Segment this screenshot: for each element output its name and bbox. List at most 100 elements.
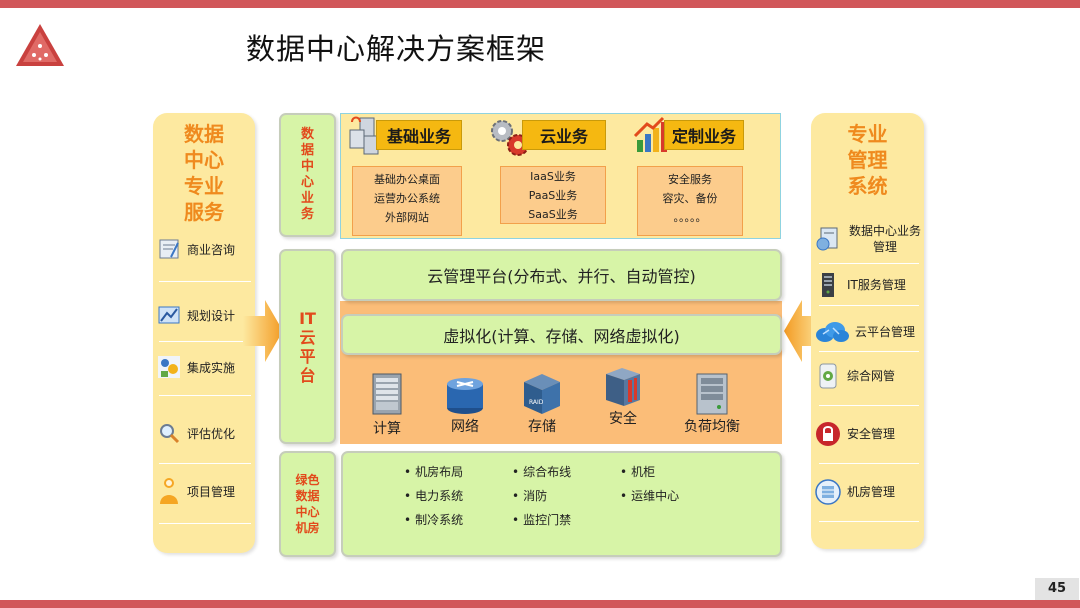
category-green-datacenter: 绿色 数据 中心 机房 — [279, 451, 336, 557]
divider — [819, 351, 919, 352]
mgmt-item-network: 综合网管 — [815, 363, 923, 389]
infra-label: 安全 — [609, 411, 637, 427]
infra-load-balancing: 负荷均衡 — [678, 372, 746, 436]
category-char: 数据 — [295, 489, 320, 503]
divider — [159, 281, 251, 282]
divider — [159, 463, 251, 464]
service-item-planning: 规划设计 — [153, 293, 255, 337]
professional-services-title: 数据 中心 专业 服务 — [153, 121, 255, 225]
category-char: 平 — [299, 346, 316, 366]
infra-security: 安全 — [598, 366, 648, 428]
infra-label: 负荷均衡 — [684, 419, 740, 435]
infra-label: 存储 — [528, 419, 556, 435]
datacenter-icon — [815, 479, 841, 505]
divider — [159, 395, 251, 396]
mgmt-item-datacenter: 机房管理 — [815, 479, 923, 505]
category-char: 机房 — [295, 521, 320, 535]
integration-icon — [157, 355, 181, 379]
bottom-accent-bar — [0, 600, 1080, 608]
svg-text:RAID: RAID — [529, 399, 544, 406]
mgmt-label: 综合网管 — [847, 369, 896, 383]
mgmt-item-security: 安全管理 — [815, 421, 923, 447]
mgmt-label: 安全管理 — [847, 427, 896, 441]
category-business: 数 据 中 心 业 务 — [279, 113, 336, 237]
header-basic-business: 基础业务 — [376, 120, 462, 150]
detail-custom-business: 安全服务 容灾、备份 。。。。。 — [637, 166, 743, 236]
service-label: 规划设计 — [187, 308, 236, 323]
top-accent-bar — [0, 0, 1080, 8]
service-label: 项目管理 — [187, 484, 236, 499]
infra-storage: RAID 存储 — [517, 372, 567, 436]
detail-line: 。。。。。 — [673, 211, 707, 224]
planning-icon — [157, 303, 181, 327]
network-mgmt-icon — [815, 363, 841, 389]
green-item: 电力系统 — [404, 487, 463, 504]
header-custom-business: 定制业务 — [664, 120, 744, 150]
lock-icon — [815, 421, 841, 447]
category-char: 中 — [300, 159, 314, 174]
cloud-icon — [815, 319, 849, 345]
consulting-icon — [157, 237, 181, 261]
green-item: 综合布线 — [512, 463, 571, 480]
panel-title-line: 中心 — [184, 148, 224, 172]
detail-line: 容灾、备份 — [662, 192, 718, 205]
green-item: 机房布局 — [404, 463, 463, 480]
category-char: 心 — [300, 175, 314, 190]
divider — [819, 463, 919, 464]
detail-line: 运营办公系统 — [374, 192, 440, 205]
virtualization-layer: 虚拟化(计算、存储、网络虚拟化) — [341, 314, 782, 355]
infra-label: 网络 — [451, 419, 479, 435]
detail-line: PaaS业务 — [528, 189, 578, 202]
service-label: 集成实施 — [187, 360, 236, 375]
infra-label: 计算 — [373, 421, 401, 437]
green-item: 制冷系统 — [404, 511, 463, 528]
mgmt-label: 数据中心业务管理 — [848, 224, 921, 254]
magnifier-icon — [157, 421, 181, 445]
cloud-management-platform: 云管理平台(分布式、并行、自动管控) — [341, 249, 782, 301]
mgmt-label: IT服务管理 — [847, 278, 906, 292]
mgmt-item-cloud-platform: 云平台管理 — [815, 319, 923, 345]
header-cloud-business: 云业务 — [522, 120, 606, 150]
mgmt-label: 云平台管理 — [855, 325, 916, 339]
triangle-logo-icon — [16, 24, 64, 66]
category-char: 业 — [300, 191, 314, 206]
category-char: 据 — [300, 143, 314, 158]
mgmt-item-business: 数据中心业务管理 — [815, 223, 923, 255]
mgmt-label: 机房管理 — [847, 485, 896, 499]
panel-title-line: 管理 — [847, 148, 888, 172]
load-balancer-icon — [696, 373, 728, 415]
management-systems-panel: 专业 管理 系统 数据中心业务管理 IT服务管理 云平台管理 综合网管 安全管理 — [811, 113, 924, 549]
divider — [159, 523, 251, 524]
green-item: 机柜 — [620, 463, 655, 480]
category-char: IT — [299, 308, 316, 328]
business-mgmt-icon — [815, 226, 841, 252]
divider — [819, 521, 919, 522]
service-label: 评估优化 — [187, 426, 236, 441]
category-char: 务 — [300, 207, 314, 222]
divider — [819, 263, 919, 264]
green-item: 消防 — [512, 487, 547, 504]
detail-line: 外部网站 — [385, 211, 429, 224]
panel-title-line: 专业 — [184, 174, 224, 198]
detail-line: SaaS业务 — [528, 208, 578, 221]
category-char: 中心 — [295, 505, 320, 519]
panel-title-line: 专业 — [847, 122, 888, 146]
category-char: 数 — [300, 127, 314, 142]
arrow-left-icon — [784, 300, 824, 362]
service-item-optimization: 评估优化 — [153, 411, 255, 455]
green-item: 监控门禁 — [512, 511, 571, 528]
service-item-integration: 集成实施 — [153, 345, 255, 389]
router-icon — [447, 378, 483, 414]
detail-line: IaaS业务 — [530, 170, 576, 183]
arrow-right-icon — [243, 300, 283, 362]
detail-cloud-business: IaaS业务 PaaS业务 SaaS业务 — [500, 166, 606, 224]
divider — [819, 405, 919, 406]
category-char: 绿色 — [295, 473, 320, 487]
infra-compute: 计算 — [362, 372, 412, 438]
compute-server-icon — [372, 373, 402, 415]
person-icon — [157, 478, 181, 504]
detail-line: 基础办公桌面 — [374, 173, 440, 186]
professional-services-panel: 数据 中心 专业 服务 商业咨询 规划设计 集成实施 评估优化 项目管理 — [153, 113, 255, 553]
category-char: 台 — [299, 365, 316, 385]
service-label: 商业咨询 — [187, 242, 236, 257]
